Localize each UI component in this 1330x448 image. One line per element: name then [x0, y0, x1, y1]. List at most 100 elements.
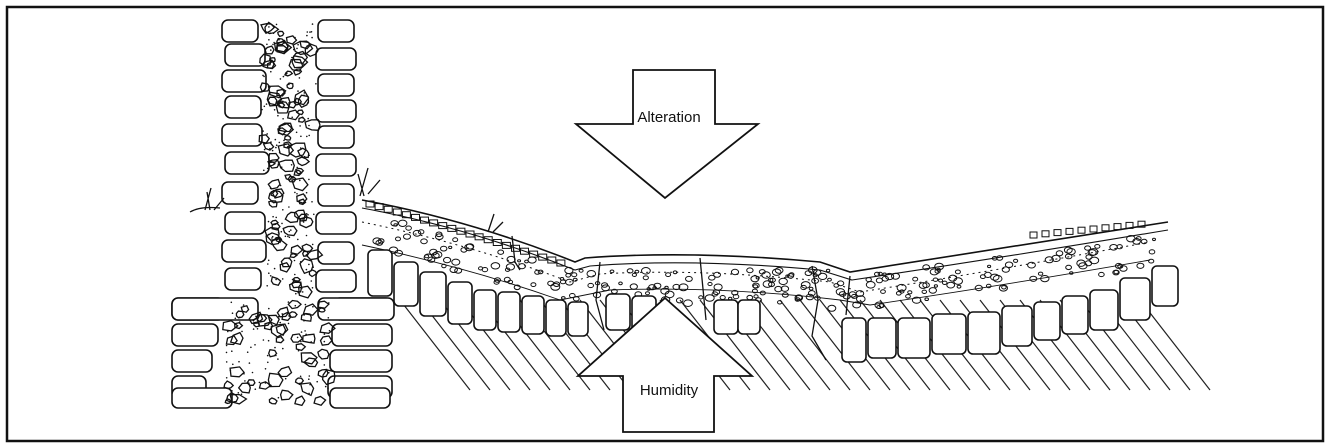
floor-pebble — [746, 294, 754, 301]
wall-stone — [317, 73, 355, 97]
sand-grain — [262, 74, 264, 77]
floor-pebble — [719, 295, 726, 300]
sand-grain — [310, 31, 313, 33]
floor-pebble — [1098, 271, 1105, 278]
floor-pebble — [571, 272, 578, 278]
wall-stone — [315, 47, 357, 71]
sand-grain — [283, 139, 285, 142]
foundation-stone — [393, 261, 419, 307]
sand-grain — [311, 23, 314, 25]
sand-grain — [293, 259, 296, 262]
floor-pebble — [1044, 256, 1054, 264]
floor-pebble — [987, 264, 992, 269]
floor-pebble — [507, 279, 514, 285]
sand-grain — [230, 301, 233, 304]
sand-grain — [297, 349, 300, 352]
sand-grain — [267, 259, 270, 262]
floor-pebble — [664, 285, 669, 290]
rubble-fragment — [287, 175, 297, 183]
rubble-fragment — [313, 395, 327, 406]
floor-pebble — [518, 263, 526, 270]
sand-grain — [267, 339, 270, 342]
sand-grain — [278, 141, 281, 144]
floor-pebble — [660, 287, 670, 295]
sand-grain — [304, 194, 306, 197]
sand-grain — [277, 396, 280, 399]
sand-grain — [238, 321, 241, 323]
floor-pebble — [918, 282, 928, 289]
sand-grain — [275, 23, 278, 26]
rubble-fragment — [288, 142, 307, 158]
floor-pebble — [505, 263, 515, 271]
sand-grain — [310, 280, 313, 282]
rubble-fragment — [317, 348, 330, 360]
floor-pebble — [817, 272, 828, 280]
sand-grain — [294, 273, 296, 276]
sand-grain — [250, 346, 252, 349]
sand-grain — [296, 193, 298, 195]
sand-grain — [241, 330, 243, 333]
sand-grain — [238, 360, 240, 363]
foundation-stone — [497, 291, 521, 333]
sand-grain — [254, 388, 257, 391]
sand-grain — [288, 236, 291, 239]
floor-pebble — [924, 297, 930, 302]
floor-pebble — [559, 279, 567, 285]
sand-grain — [298, 383, 301, 386]
wall-stone — [171, 323, 219, 347]
surface-cell — [438, 222, 448, 230]
alteration-arrow: Alteration — [573, 69, 761, 200]
surface-cell — [392, 208, 402, 216]
floor-pebble — [1089, 256, 1100, 265]
sand-grain — [306, 34, 308, 37]
rubble-fragment — [294, 377, 305, 385]
rubble-fragment — [293, 68, 303, 76]
floor-pebble — [441, 263, 447, 269]
floor-pebble — [833, 283, 840, 288]
floor-pebble — [932, 277, 939, 282]
wall-stone — [317, 183, 355, 207]
rubble-fragment — [237, 382, 251, 394]
floor-pebble — [685, 275, 693, 282]
sand-grain — [252, 319, 255, 322]
floor-pebble — [991, 256, 998, 261]
sand-grain — [270, 70, 272, 73]
sand-grain — [275, 278, 277, 281]
floor-pebble — [1040, 275, 1050, 283]
floor-pebble — [825, 268, 831, 273]
floor-pebble — [503, 276, 511, 283]
sand-grain — [299, 125, 301, 127]
floor-pebble — [759, 290, 766, 296]
rubble-fragment — [234, 321, 244, 330]
sand-grain — [287, 235, 289, 238]
floor-pebble — [713, 271, 721, 278]
sand-grain — [263, 169, 265, 172]
sand-grain — [263, 105, 266, 108]
sand-grain — [266, 43, 268, 46]
sand-grain — [281, 313, 284, 315]
sand-grain — [278, 315, 280, 318]
floor-pebble — [464, 243, 474, 252]
floor-pebble — [572, 296, 580, 302]
sand-grain — [296, 166, 299, 169]
floor-pebble — [992, 274, 1003, 283]
sand-grain — [269, 147, 271, 150]
sand-grain — [273, 267, 276, 270]
floor-pebble — [774, 285, 783, 293]
floor-pebble — [1004, 261, 1014, 269]
sand-grain — [294, 100, 297, 102]
sand-grain — [237, 392, 240, 394]
rubble-fragment — [288, 58, 304, 72]
floor-pebble — [874, 301, 884, 309]
sand-grain — [293, 48, 295, 51]
floor-pebble — [587, 282, 595, 289]
rubble-fragment — [284, 211, 299, 224]
floor-pebble — [730, 268, 740, 276]
sand-grain — [299, 261, 302, 263]
sand-grain — [296, 47, 298, 50]
rubble-fragment — [290, 244, 304, 255]
sand-grain — [225, 344, 228, 347]
sand-grain — [308, 263, 310, 266]
floor-pebble — [417, 229, 425, 235]
floor-pebble — [874, 271, 881, 277]
